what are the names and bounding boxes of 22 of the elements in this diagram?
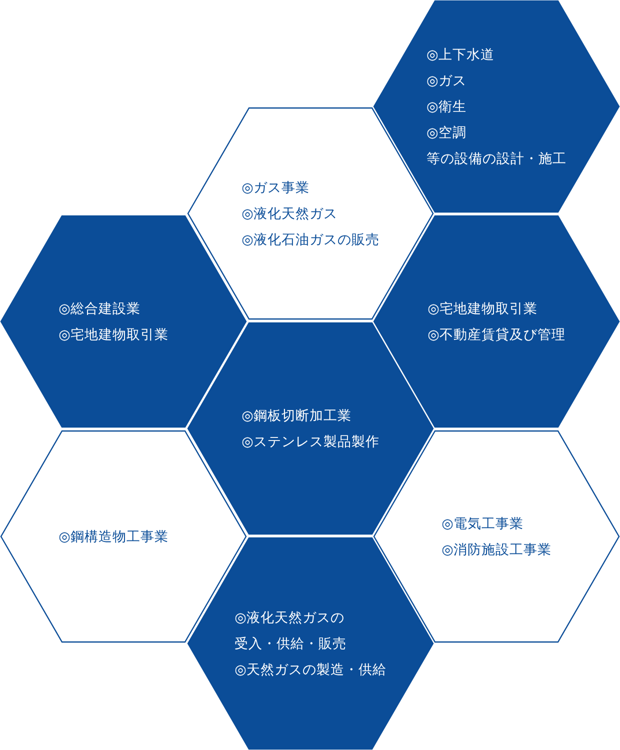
list-item: 等の設備の設計・施工 [426, 150, 566, 168]
list-item: ◎宅地建物取引業 [428, 300, 538, 318]
list-item: ◎不動産賃貸及び管理 [428, 326, 566, 344]
list-item: ◎空調 [426, 124, 466, 142]
list-item: ◎衛生 [426, 98, 466, 116]
list-item: ◎液化天然ガスの [234, 608, 344, 628]
hexagon [373, 0, 620, 213]
list-item: ◎鋼板切断加工業 [242, 406, 352, 426]
list-item: ◎電気工事業 [442, 514, 524, 534]
list-item: ◎総合建設業 [58, 300, 140, 318]
list-item: ◎上下水道 [426, 46, 494, 64]
list-item: ◎液化天然ガス [242, 204, 338, 224]
list-item: 受入・供給・販売 [234, 634, 347, 654]
list-item: ◎液化石油ガスの販売 [242, 230, 380, 250]
list-item: ◎天然ガスの製造・供給 [234, 660, 386, 680]
hexagon [187, 537, 434, 750]
list-item: ◎宅地建物取引業 [58, 326, 168, 344]
list-item: ◎鋼構造物工事業 [58, 528, 168, 546]
list-item: ◎ガス [426, 72, 466, 90]
list-item: ◎消防施設工事業 [442, 540, 552, 560]
list-item: ◎ガス事業 [242, 178, 310, 198]
list-item: ◎ステンレス製品製作 [242, 432, 380, 452]
